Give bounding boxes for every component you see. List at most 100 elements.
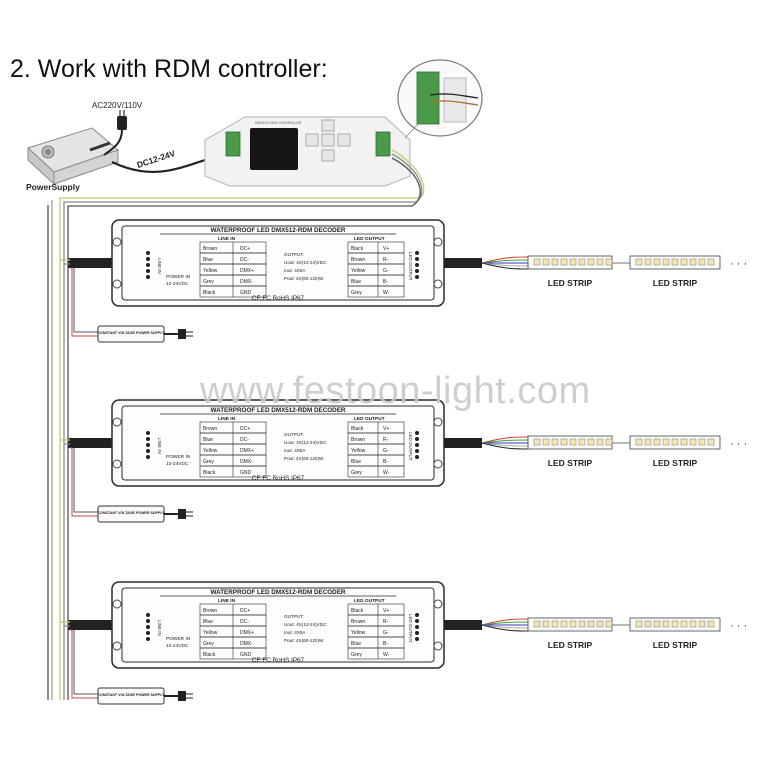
terminal-dot-icon [146,619,150,623]
led-strip-label: LED STRIP [653,640,698,650]
decoder-body [111,219,445,307]
led-chip-icon [533,620,541,628]
terminal-dot-icon [146,443,150,447]
led-chip-icon [542,438,550,446]
led-chip-icon [560,620,568,628]
watermark: www.festoon-light.com [200,370,591,412]
led-chip-icon [605,438,613,446]
line-in-signal: DC+ [240,246,250,252]
line-in-signal: GND [240,652,252,658]
input-cable [68,438,118,448]
terminal-dot-icon [146,637,150,641]
led-output-signal: B- [383,641,388,647]
led-chip-icon [644,258,652,266]
led-strip-label: LED STRIP [548,278,593,288]
led-chip-icon [698,620,706,628]
power-in-voltage: 12-24VDC [166,461,189,467]
led-output-signal: W- [383,470,390,476]
psu-label: CONSTANT VOLTAGE POWER SUPPLY [97,693,165,697]
connector-zoom-inset [397,59,483,137]
output-spec-line: Uout: 4X(12-24)VDC [284,260,327,265]
line-in-signal: DMX- [240,459,253,465]
led-chip-icon [587,258,595,266]
led-output-header: LED OUTPUT [354,598,385,604]
led-chip-icon [662,258,670,266]
line-in-header: LINE IN [218,598,236,604]
led-chip-icon [635,620,643,628]
led-chip-icon [671,258,679,266]
line-in-signal: DC- [240,257,249,263]
led-chip-icon [569,620,577,628]
input-cable [68,258,118,268]
terminal-dot-icon [415,269,419,273]
led-chip-icon [551,258,559,266]
terminal-dot-icon [415,637,419,641]
led-chip-icon [689,620,697,628]
led-output-signal: R- [383,437,389,443]
psu-label: CONSTANT VOLTAGE POWER SUPPLY [97,511,165,515]
line-in-signal: DC- [240,619,249,625]
mount-hole-icon [433,599,443,609]
line-in-signal: DC+ [240,608,250,614]
led-chip-icon [587,620,595,628]
led-output-signal: V+ [383,246,389,252]
decoder-panel [121,405,435,481]
terminal-dot-icon [146,431,150,435]
terminal-dot-icon [146,437,150,441]
led-chip-icon [680,258,688,266]
output-spec-line: Uout: 4X(12-24)VDC [284,440,327,445]
led-output-color: Blue [351,279,361,285]
line-in-color: Blue [203,437,213,443]
line-in-color: Blue [203,257,213,263]
line-in-signal: DMX+ [240,268,254,274]
power-in-label: POWER IN [166,454,191,460]
led-chip-icon [689,258,697,266]
line-in-signal: DMX+ [240,448,254,454]
led-chip-icon [596,258,604,266]
dc-plug-icon [178,509,186,519]
line-in-color: Brown [203,246,217,252]
led-chip-icon [569,258,577,266]
power-in-label: POWER IN [166,274,191,280]
output-spec-line: Pout: 4X(60-120)W [284,276,324,281]
decoder-group: WATERPROOF LED DMX512-RDM DECODER LINE IN… [60,219,747,705]
led-chip-icon [662,438,670,446]
line-in-signal: DMX- [240,641,253,647]
line-in-color: Black [203,652,216,658]
led-output-color: Black [351,246,364,252]
terminal-dot-icon [146,257,150,261]
line-in-signal: GND [240,470,252,476]
led-output-signal: G- [383,268,389,274]
led-chip-icon [569,438,577,446]
terminal-dot-icon [415,275,419,279]
led-output-signal: G- [383,448,389,454]
power-in-voltage: 12-24VDC [166,281,189,287]
led-chip-icon [551,438,559,446]
led-chip-icon [533,438,541,446]
led-output-side-label: LED OUTPUT [408,432,413,461]
led-output-header: LED OUTPUT [354,236,385,242]
led-output-signal: V+ [383,426,389,432]
terminal-dot-icon [415,619,419,623]
terminal-dot-icon [146,275,150,279]
strip-continuation: · · · [730,258,747,270]
decoder-header: WATERPROOF LED DMX512-RDM DECODER [211,407,346,414]
output-spec-line: Iout: 4X5A [284,448,306,453]
led-strip-label: LED STRIP [653,278,698,288]
led-output-color: Blue [351,641,361,647]
output-cable [432,258,482,268]
decoder-body [111,581,445,669]
line-in-color: Black [203,290,216,296]
led-output-color: Yellow [351,268,366,274]
led-output-color: Grey [351,652,362,658]
led-chip-icon [707,258,715,266]
line-in-side-label: LINE IN [157,620,162,636]
led-output-signal: B- [383,459,388,465]
led-chip-icon [587,438,595,446]
led-output-color: Brown [351,437,365,443]
output-spec-line: Pout: 4X(60-120)W [284,638,324,643]
power-in-voltage: 12-24VDC [166,643,189,649]
line-in-signal: DMX- [240,279,253,285]
